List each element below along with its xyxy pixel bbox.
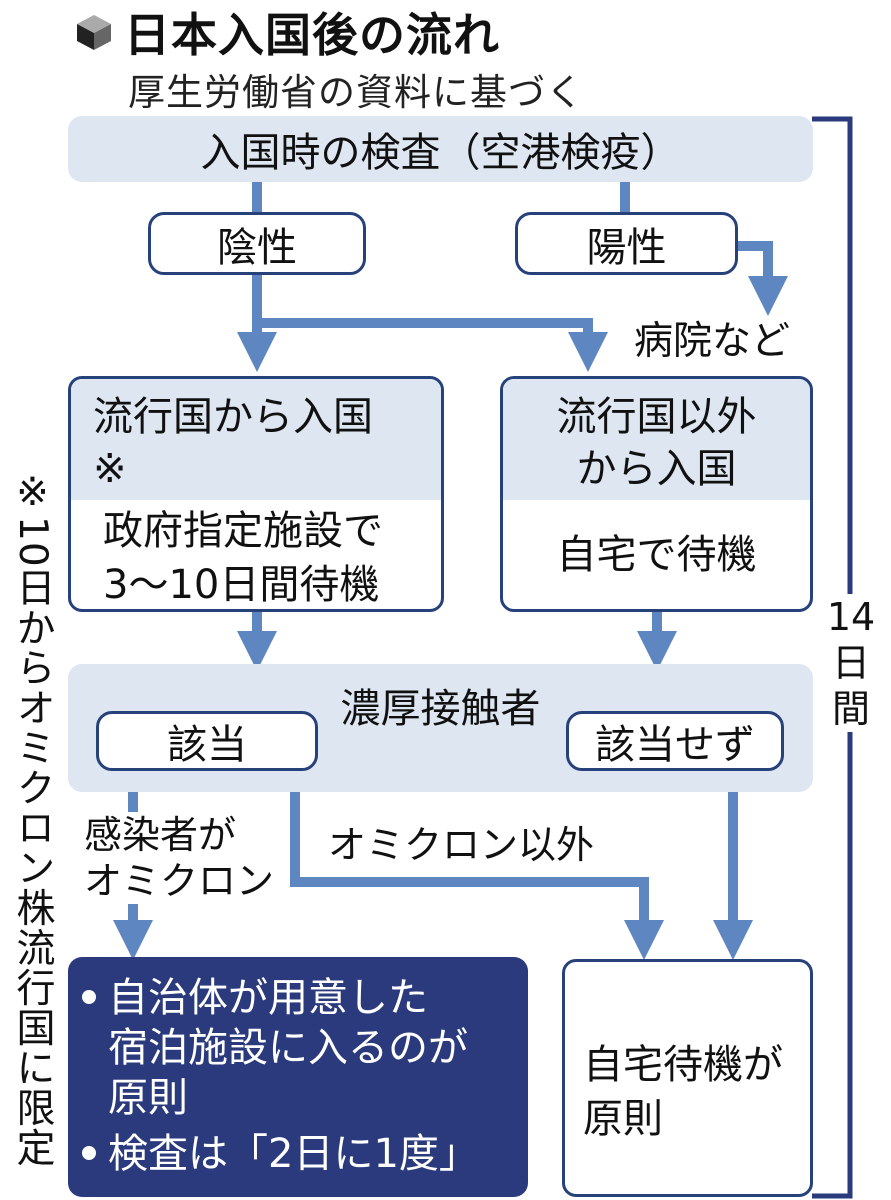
hospital-label: 病院など [634, 319, 791, 364]
other-header-line2: から入国 [576, 446, 737, 492]
bullet-icon [82, 1146, 96, 1160]
close-contact-title: 濃厚接触者 [340, 686, 541, 732]
epidemic-country-body: 政府指定施設で 3～10日間待機 [71, 500, 441, 609]
epidemic-body-line2: 3～10日間待機 [103, 562, 380, 608]
epidemic-header-note: ※ [93, 446, 127, 492]
other-header-line1: 流行国以外 [556, 394, 757, 440]
not-applicable-label: 該当せず [595, 722, 755, 768]
lodging-line1-text: 自治体が用意した [108, 975, 428, 1021]
other-country-body: 自宅で待機 [556, 532, 757, 578]
epidemic-country-header: 流行国から入国 ※ [71, 379, 441, 500]
not-applicable-node: 該当せず [566, 711, 784, 771]
lodging-line2: 宿泊施設に入るのが [108, 1025, 468, 1071]
lodging-line3: 原則 [108, 1075, 188, 1121]
period-label: 14 日 間 [826, 594, 876, 732]
other-country-header: 流行国以外 から入国 [503, 379, 810, 500]
negative-label: 陰性 [217, 224, 297, 271]
home-line2: 原則 [583, 1096, 663, 1142]
page-subtitle: 厚生労働省の資料に基づく [128, 71, 584, 114]
footnote-vertical: ※10日からオミクロン株流行国に限定 [10, 470, 55, 1168]
airport-check-label: 入国時の検査（空港検疫） [200, 130, 681, 176]
infected-line1: 感染者が [84, 813, 237, 857]
non-omicron-label: オミクロン以外 [328, 822, 595, 868]
applicable-node: 該当 [96, 711, 318, 771]
home-line1: 自宅待機が [583, 1042, 783, 1088]
positive-node: 陽性 [515, 212, 738, 275]
bullet-icon [82, 990, 96, 1004]
period-day: 日 [831, 641, 870, 685]
airport-check-band: 入国時の検査（空港検疫） [68, 116, 813, 182]
positive-label: 陽性 [586, 224, 667, 271]
applicable-label: 該当 [167, 722, 247, 768]
arrow-non-omicron-to-home [290, 792, 664, 960]
arrow-negative-to-other [257, 318, 608, 372]
epidemic-header-line1: 流行国から入国 [93, 394, 373, 440]
other-country-box: 流行国以外 から入国 自宅で待機 [500, 376, 813, 612]
lodging-facility-box: 自治体が用意した 宿泊施設に入るのが 原則 検査は「2日に1度」 [68, 957, 528, 1197]
epidemic-country-box: 流行国から入国 ※ 政府指定施設で 3～10日間待機 [68, 376, 444, 612]
lodging-line4: 検査は「2日に1度」 [82, 1129, 528, 1179]
negative-node: 陰性 [148, 212, 366, 275]
page-title: 日本入国後の流れ [124, 8, 500, 62]
period-number: 14 [826, 595, 876, 639]
home-wait-box: 自宅待機が 原則 [562, 959, 813, 1197]
epidemic-body-line1: 政府指定施設で [103, 508, 383, 554]
infected-omicron-label: 感染者が オミクロン [84, 812, 275, 904]
infected-line2: オミクロン [84, 859, 275, 903]
title-row: 日本入国後の流れ [74, 4, 500, 62]
lodging-line4-text: 検査は「2日に1度」 [108, 1131, 479, 1177]
cube-icon [77, 15, 111, 50]
period-span: 間 [831, 687, 870, 731]
lodging-line1: 自治体が用意した [82, 973, 528, 1023]
arrow-positive-to-hospital [738, 241, 788, 316]
